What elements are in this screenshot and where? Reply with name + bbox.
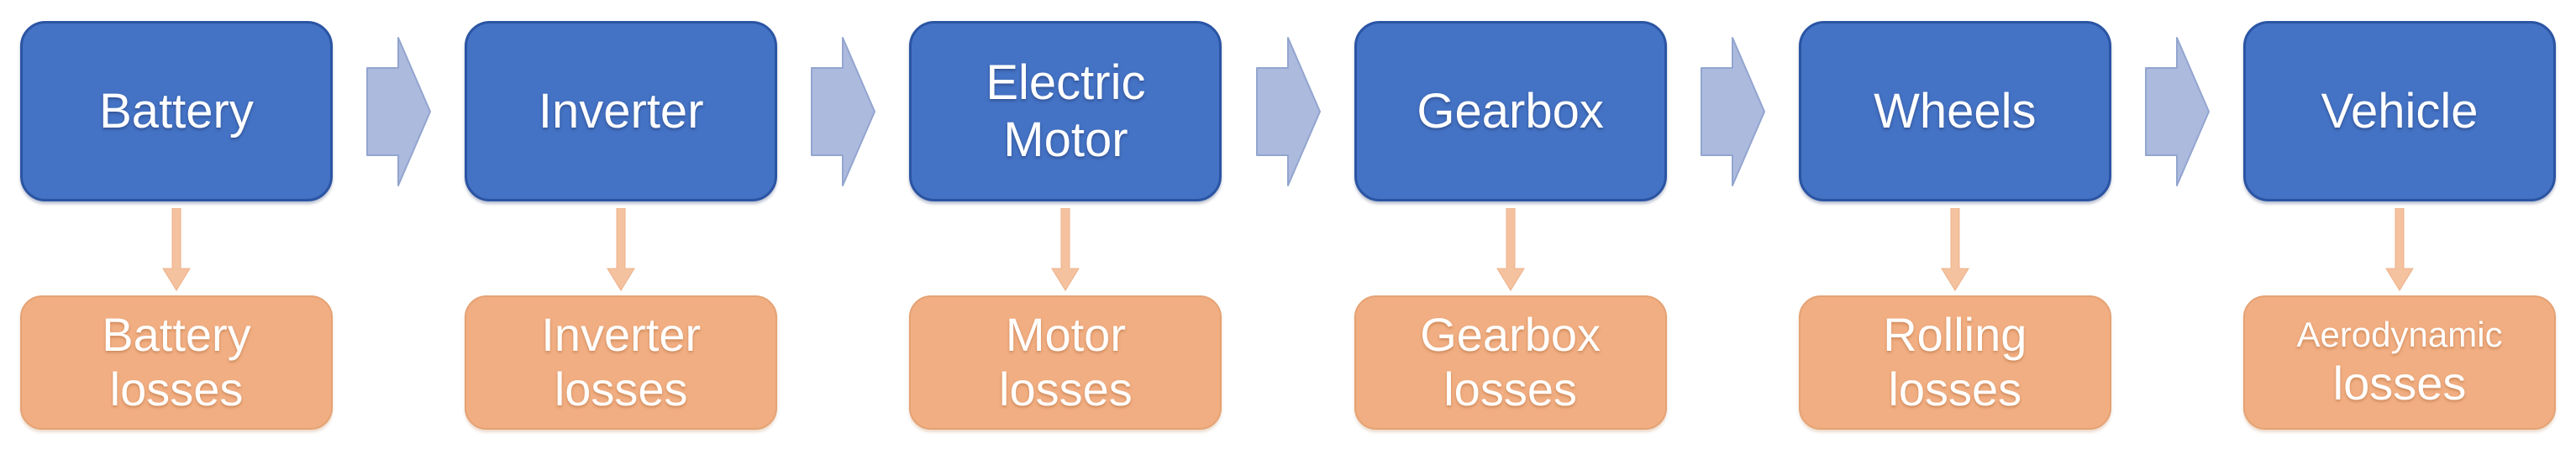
loss-label-line2: losses [109, 363, 244, 415]
loss-arrow [1496, 208, 1525, 292]
flow-arrow-cell [777, 21, 909, 187]
stage-box-electric-motor: Electric Motor [909, 21, 1222, 201]
flow-arrow-icon [811, 37, 876, 186]
loss-label-line2: losses [1443, 363, 1577, 415]
loss-arrow [162, 208, 191, 292]
stage-box-wheels: Wheels [1798, 21, 2111, 201]
flow-arrow-cell [333, 21, 465, 187]
down-arrow-icon [1051, 208, 1080, 291]
flow-arrow-icon [366, 37, 432, 186]
down-arrow-icon [162, 208, 191, 291]
stage-column: Gearbox Gearbox losses [1354, 21, 1667, 430]
loss-box-battery-losses: Battery losses [20, 295, 333, 430]
flow-arrow-icon [1255, 37, 1321, 186]
stage-label: Vehicle [2321, 83, 2479, 138]
loss-box-gearbox-losses: Gearbox losses [1354, 295, 1667, 430]
stage-box-inverter: Inverter [465, 21, 778, 201]
stage-column: Electric Motor Motor losses [909, 21, 1222, 430]
flow-arrow-cell [1222, 21, 1354, 187]
loss-label-line1: Motor [1005, 308, 1126, 362]
stage-label: Electric Motor [986, 55, 1146, 167]
loss-label-line1: Inverter [541, 308, 702, 362]
loss-label-line1: Rolling [1883, 308, 2027, 362]
stage-label: Battery [99, 83, 254, 138]
stage-column: Vehicle Aerodynamic losses [2243, 21, 2557, 430]
loss-arrow [2385, 208, 2414, 292]
down-arrow-icon [1940, 208, 1969, 291]
loss-box-aerodynamic-losses: Aerodynamic losses [2243, 295, 2557, 430]
loss-box-inverter-losses: Inverter losses [465, 295, 778, 430]
flow-arrow-cell [1667, 21, 1799, 187]
stage-label: Gearbox [1417, 83, 1604, 138]
loss-arrow [1940, 208, 1969, 292]
flow-arrow-icon [2144, 37, 2210, 186]
stage-box-battery: Battery [20, 21, 333, 201]
loss-label-line2: losses [1888, 363, 2022, 415]
down-arrow-icon [1496, 208, 1525, 291]
stage-column: Battery Battery losses [20, 21, 333, 430]
flow-arrow-cell [2111, 21, 2243, 187]
stage-label: Inverter [538, 83, 704, 138]
flow-arrow-icon [1700, 37, 1765, 186]
loss-label-line2: losses [999, 363, 1133, 415]
stage-label: Wheels [1874, 83, 2037, 138]
loss-arrow [1051, 208, 1080, 292]
stage-column: Wheels Rolling losses [1798, 21, 2111, 430]
down-arrow-icon [2385, 208, 2414, 291]
loss-arrow [607, 208, 636, 292]
loss-label-line2: losses [554, 363, 688, 415]
stage-column: Inverter Inverter losses [465, 21, 778, 430]
loss-box-motor-losses: Motor losses [909, 295, 1222, 430]
loss-label-line2: losses [2332, 356, 2467, 410]
loss-label-line1: Battery [102, 308, 251, 362]
stage-box-vehicle: Vehicle [2243, 21, 2557, 201]
loss-label-line1: Aerodynamic [2296, 315, 2503, 355]
down-arrow-icon [607, 208, 636, 291]
loss-label-line1: Gearbox [1420, 308, 1601, 362]
loss-box-rolling-losses: Rolling losses [1798, 295, 2111, 430]
stage-box-gearbox: Gearbox [1354, 21, 1667, 201]
